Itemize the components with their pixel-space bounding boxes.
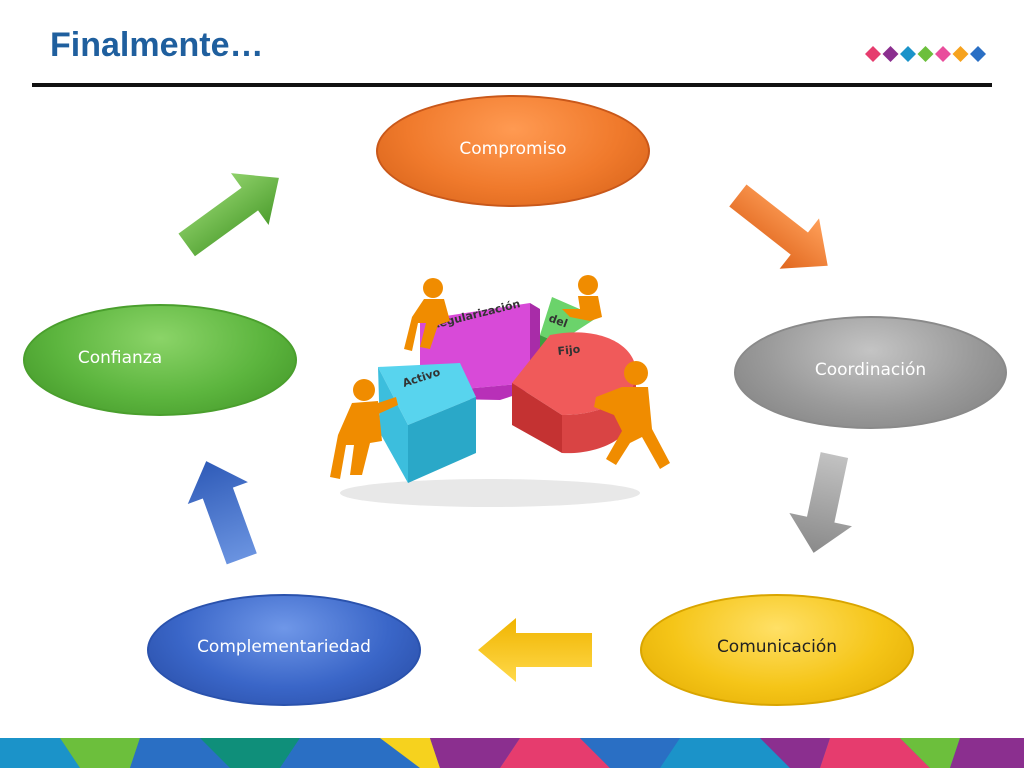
node-compromiso-label: Compromiso — [459, 139, 567, 159]
arrow-to-compromiso-icon — [178, 173, 279, 257]
diamonds-logo-icon — [865, 46, 986, 62]
node-confianza-label: Confianza — [77, 348, 163, 368]
accent-diamond-icon — [865, 46, 881, 62]
accent-diamond-icon — [917, 46, 934, 62]
accent-diamond-icon — [882, 46, 899, 62]
pie-piece-activo: Activo — [378, 363, 476, 483]
figure-right-icon — [594, 361, 670, 469]
accent-diamond-icon — [970, 46, 986, 62]
figure-left-icon — [330, 379, 398, 479]
pie-label-fijo: Fijo — [557, 343, 581, 358]
accent-diamond-icon — [935, 46, 951, 62]
footer-decorative-band — [0, 738, 1024, 768]
accent-diamond-icon — [900, 46, 916, 62]
slide-title: Finalmente… — [50, 26, 264, 64]
accent-diamond-icon — [952, 46, 969, 62]
pie-label-del: del — [547, 312, 569, 331]
figure-top-left-icon — [404, 278, 450, 351]
figures-assembling-pie-icon: Regularización del Fijo Activo — [330, 275, 670, 507]
title-divider — [32, 83, 992, 87]
node-coordinacion: Coordinación — [734, 316, 1007, 429]
node-complementariedad: Complementariedad — [147, 594, 421, 706]
arrow-to-coordinacion-icon — [729, 184, 828, 269]
arrow-to-confianza-icon — [187, 461, 257, 565]
node-complementariedad-label: Complementariedad — [197, 637, 371, 657]
node-coordinacion-label: Coordinación — [814, 359, 927, 380]
node-comunicacion-label: Comunicación — [716, 637, 838, 657]
node-compromiso: Compromiso — [376, 95, 650, 207]
node-confianza: Confianza — [23, 304, 297, 416]
arrow-to-complementariedad-icon — [478, 618, 592, 682]
arrow-to-comunicacion-icon — [789, 452, 852, 553]
figure-top-right-icon — [562, 275, 602, 321]
node-comunicacion: Comunicación — [640, 594, 914, 706]
